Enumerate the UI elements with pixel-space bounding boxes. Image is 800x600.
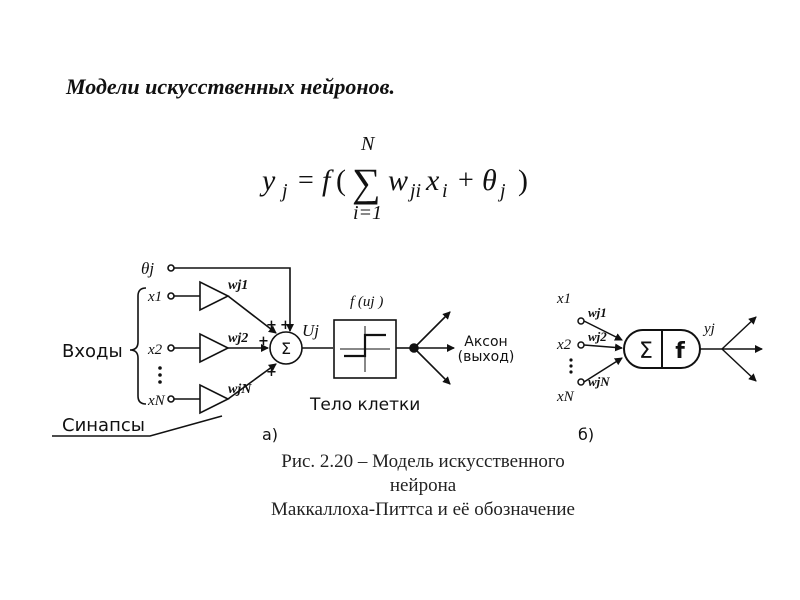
formula-sum-bottom: i=1 bbox=[353, 202, 382, 224]
sigma-symbol: ∑ bbox=[352, 160, 381, 205]
formula-w: w bbox=[388, 164, 408, 197]
ellipsis-dot bbox=[569, 370, 573, 374]
b-output-branch bbox=[721, 316, 757, 350]
b-input-x2-label: x2 bbox=[556, 337, 572, 353]
diagram-b: x1 x2 xN wj1 wj2 wjN Σ f yj б) bbox=[556, 291, 763, 444]
formula-w-sub: ji bbox=[407, 180, 421, 202]
b-weight-wj1-label: wj1 bbox=[588, 305, 607, 320]
synapses-label: Синапсы bbox=[62, 415, 145, 436]
formula: y j = f ( N ∑ i=1 w ji x i + θ j ) bbox=[259, 133, 528, 224]
formula-theta: θ bbox=[482, 164, 497, 197]
caption-line-2: нейрона bbox=[389, 475, 457, 496]
synapse-1-triangle bbox=[199, 280, 230, 312]
input-xN-terminal bbox=[167, 395, 175, 403]
formula-theta-sub: j bbox=[497, 180, 506, 202]
cell-body-label: Тело клетки bbox=[309, 395, 420, 415]
panel-a-label: а) bbox=[262, 425, 278, 444]
activation-label: f (uj ) bbox=[350, 294, 383, 310]
caption-line-3: Маккаллоха-Питтса и её обозначение bbox=[271, 499, 575, 520]
weighted-wire-1 bbox=[227, 295, 277, 334]
b-sum-symbol: Σ bbox=[639, 339, 653, 364]
ellipsis-dot bbox=[158, 373, 162, 377]
theta-wire bbox=[174, 267, 294, 332]
inputs-label: Входы bbox=[62, 341, 123, 362]
axon-branch bbox=[413, 347, 451, 385]
ellipsis-dot bbox=[158, 366, 162, 370]
b-func-symbol: f bbox=[675, 339, 685, 364]
b-input-x1-label: x1 bbox=[556, 291, 571, 307]
slide-title: Модели искусственных нейронов. bbox=[66, 74, 395, 99]
plus-sign: + bbox=[266, 365, 277, 380]
panel-b-label: б) bbox=[578, 425, 594, 444]
plus-sign: + bbox=[258, 334, 269, 349]
synapse-N-triangle bbox=[199, 383, 230, 415]
inputs-bracket bbox=[129, 287, 147, 405]
b-input-N-terminal bbox=[577, 378, 585, 386]
weight-wj2-label: wj2 bbox=[228, 331, 248, 346]
synapse-2-triangle bbox=[199, 332, 230, 364]
axon-label-line1: Аксон bbox=[464, 334, 507, 350]
formula-x-sub: i bbox=[442, 180, 448, 202]
formula-plus: + bbox=[458, 165, 474, 196]
ellipsis-dot bbox=[569, 364, 573, 368]
input-xN-label: xN bbox=[147, 393, 166, 409]
input-x2-terminal bbox=[167, 344, 175, 352]
step-function-curve bbox=[344, 333, 386, 358]
weight-wj1-label: wj1 bbox=[228, 278, 248, 293]
theta-terminal bbox=[167, 264, 175, 272]
formula-x: x bbox=[425, 164, 440, 197]
diagram-a: θj Входы x1 wj1 x2 wj2 xN wjN Σ + bbox=[52, 259, 514, 444]
theta-label: θj bbox=[141, 259, 154, 278]
input-x1-label: x1 bbox=[147, 289, 162, 305]
axon-label-line2: (выход) bbox=[458, 349, 515, 365]
weighted-wire-N bbox=[227, 363, 277, 400]
synapses-pointer-line bbox=[52, 415, 223, 437]
b-weight-wjN-label: wjN bbox=[588, 374, 610, 389]
ellipsis-dot bbox=[158, 380, 162, 384]
b-input-2-terminal bbox=[577, 341, 585, 349]
sum-output-label: Uj bbox=[302, 321, 319, 340]
b-weight-wj2-label: wj2 bbox=[588, 329, 607, 344]
formula-sum-top: N bbox=[360, 133, 376, 155]
caption-line-1: Рис. 2.20 – Модель искусственного bbox=[281, 451, 565, 472]
b-input-1-terminal bbox=[577, 317, 585, 325]
axon-branch bbox=[413, 311, 451, 349]
formula-lhs-sub: j bbox=[279, 180, 288, 202]
ellipsis-dot bbox=[569, 358, 573, 362]
plus-sign: + bbox=[280, 318, 291, 333]
b-input-N-wire bbox=[583, 357, 623, 383]
input-x2-label: x2 bbox=[147, 342, 163, 358]
b-output-label: yj bbox=[702, 321, 715, 337]
formula-close: ) bbox=[518, 164, 528, 197]
formula-eq: = bbox=[298, 165, 314, 196]
formula-lhs: y bbox=[259, 164, 276, 197]
formula-open: ( bbox=[336, 164, 346, 197]
b-input-1-wire bbox=[583, 320, 623, 341]
b-input-xN-label: xN bbox=[556, 389, 575, 405]
figure-caption: Рис. 2.20 – Модель искусственного нейрон… bbox=[0, 450, 800, 522]
formula-func: f bbox=[322, 164, 334, 197]
sum-symbol: Σ bbox=[281, 339, 291, 358]
b-input-2-wire bbox=[583, 343, 623, 352]
b-output-branch bbox=[721, 348, 757, 382]
plus-sign: + bbox=[266, 318, 277, 333]
input-x1-terminal bbox=[167, 292, 175, 300]
